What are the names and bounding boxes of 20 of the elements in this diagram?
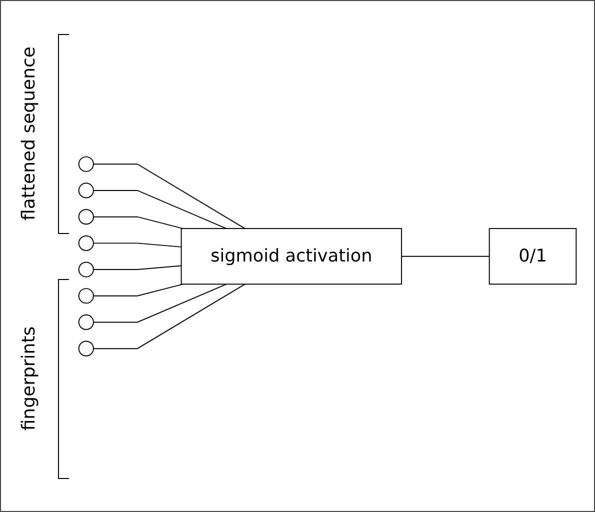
connector bbox=[92, 163, 246, 229]
node-circle bbox=[78, 288, 94, 304]
node-circle bbox=[78, 182, 94, 198]
node-circle bbox=[78, 208, 94, 224]
node-box: 0/1 bbox=[488, 228, 577, 284]
node-box: sigmoid activation bbox=[180, 228, 402, 284]
group-label: flattened sequence bbox=[18, 46, 40, 220]
node-circle bbox=[78, 340, 94, 356]
node-circle bbox=[78, 261, 94, 277]
node-circle bbox=[78, 235, 94, 251]
connector bbox=[92, 264, 182, 270]
node-circle bbox=[78, 156, 94, 172]
connector bbox=[92, 242, 182, 248]
connector bbox=[92, 190, 227, 229]
connector bbox=[92, 216, 184, 229]
connector bbox=[92, 283, 227, 322]
node-circle bbox=[78, 314, 94, 330]
connector bbox=[92, 283, 246, 349]
connector bbox=[92, 283, 184, 296]
group-label: fingerprints bbox=[18, 326, 40, 431]
